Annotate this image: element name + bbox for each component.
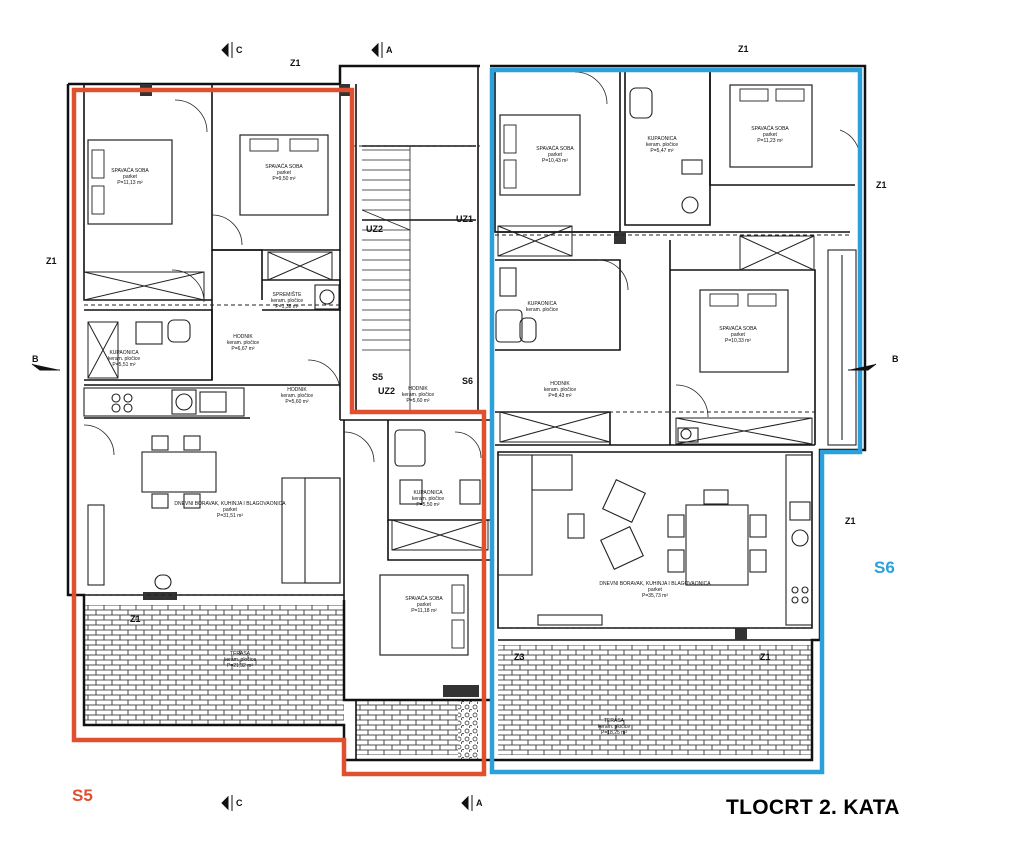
marker-labels: C A C A B B Z1 Z1 Z1 Z1 Z1 Z1 Z1 Z3 UZ1 … — [32, 44, 899, 808]
room-finish-2: keram. pločice — [271, 298, 303, 304]
room-name-12: KUPAONICA — [647, 136, 677, 142]
room-area-15: P=8,43 m² — [548, 393, 572, 399]
bed-pillows — [91, 88, 805, 649]
room-name-4: KUPAONICA — [109, 350, 139, 356]
marker-b-left: B — [32, 354, 39, 364]
marker-b-right: B — [892, 354, 899, 364]
room-finish-15: keram. pločice — [544, 387, 576, 393]
room-finish-1: parket — [277, 170, 292, 176]
unit-label-s6: S6 — [874, 558, 895, 577]
room-area-7: P=5,50 m² — [416, 502, 440, 508]
room-name-16: SPAVAĆA SOBA — [719, 325, 757, 332]
room-area-17: P=35,73 m² — [642, 593, 668, 599]
room-area-6: P=31,51 m² — [217, 513, 243, 519]
room-area-18: P=18,25 m² — [601, 730, 627, 736]
drawing-title: TLOCRT 2. KATA — [726, 796, 900, 819]
room-area-11: P=10,43 m² — [542, 158, 568, 164]
room-finish-17: parket — [648, 587, 663, 593]
room-name-13: SPAVAĆA SOBA — [751, 125, 789, 132]
room-area-5: P=5,60 m² — [285, 399, 309, 405]
room-name-7: KUPAONICA — [413, 490, 443, 496]
marker-c-top: C — [236, 45, 243, 55]
terrace-left-tiles — [84, 605, 344, 725]
beds — [87, 84, 813, 656]
room-finish-14: keram. pločice — [526, 307, 558, 313]
marker-z1-terrace-right: Z1 — [760, 652, 771, 662]
marker-uz1: UZ1 — [456, 214, 473, 224]
room-finish-0: parket — [123, 174, 138, 180]
wardrobes — [83, 225, 815, 551]
room-finish-4: keram. pločice — [108, 356, 140, 362]
room-area-4: P=5,51 m² — [112, 362, 136, 368]
room-name-18: TERASA — [604, 718, 625, 724]
room-area-9: P=21,32 m² — [227, 663, 253, 669]
marker-z1-left: Z1 — [46, 256, 57, 266]
marker-uz2-b: UZ2 — [378, 386, 395, 396]
terrace-center-tiles — [356, 700, 466, 755]
marker-uz2-a: UZ2 — [366, 224, 383, 234]
living-furniture — [83, 87, 857, 626]
room-name-1: SPAVAĆA SOBA — [265, 163, 303, 170]
s6-outline — [489, 67, 863, 775]
room-finish-7: keram. pločice — [412, 496, 444, 502]
door-swings — [83, 71, 861, 463]
pebble-strip — [458, 700, 478, 760]
room-area-3: P=6,67 m² — [231, 346, 255, 352]
marker-a-top: A — [386, 45, 393, 55]
room-finish-5: keram. pločice — [281, 393, 313, 399]
room-name-17: DNEVNI BORAVAK, KUHINJA I BLAGOVAONICA — [599, 581, 711, 587]
room-finish-3: keram. pločice — [227, 340, 259, 346]
terrace-right-tiles — [498, 645, 812, 755]
room-name-5: HODNIK — [287, 387, 307, 393]
marker-z1-living: Z1 — [845, 516, 856, 526]
room-name-15: HODNIK — [550, 381, 570, 387]
room-name-2: SPREMIŠTE — [273, 291, 303, 298]
marker-s6-small: S6 — [462, 376, 473, 386]
marker-z1-right: Z1 — [876, 180, 887, 190]
unit-label-s5: S5 — [72, 786, 93, 805]
room-name-14: KUPAONICA — [527, 301, 557, 307]
section-markers — [31, 42, 877, 811]
room-finish-9: keram. pločice — [224, 657, 256, 663]
room-area-2: P=1,38 m² — [275, 304, 299, 310]
room-area-13: P=11,23 m² — [757, 138, 783, 144]
room-name-11: SPAVAĆA SOBA — [536, 145, 574, 152]
room-finish-18: keram. pločice — [598, 724, 630, 730]
room-area-1: P=9,50 m² — [272, 176, 296, 182]
room-name-0: SPAVAĆA SOBA — [111, 167, 149, 174]
room-finish-10: keram. pločice — [402, 392, 434, 398]
room-area-12: P=5,47 m² — [650, 148, 674, 154]
marker-z1-top-right: Z1 — [738, 44, 749, 54]
marker-z1-terrace-left: Z1 — [130, 614, 141, 624]
room-name-6: DNEVNI BORAVAK, KUHINJA I BLAGOVAONICA — [174, 501, 286, 507]
room-area-10: P=5,60 m² — [406, 398, 430, 404]
room-finish-8: parket — [417, 602, 432, 608]
marker-z1-top: Z1 — [290, 58, 301, 68]
marker-s5-small: S5 — [372, 372, 383, 382]
stairs — [361, 146, 411, 412]
room-finish-11: parket — [548, 152, 563, 158]
room-area-16: P=10,33 m² — [725, 338, 751, 344]
room-area-8: P=11,18 m² — [411, 608, 437, 614]
room-name-3: HODNIK — [233, 334, 253, 340]
marker-a-bottom: A — [476, 798, 483, 808]
room-finish-13: parket — [763, 132, 778, 138]
marker-z3: Z3 — [514, 652, 525, 662]
room-name-8: SPAVAĆA SOBA — [405, 595, 443, 602]
room-area-0: P=11,13 m² — [117, 180, 143, 186]
dashed-lines — [84, 145, 850, 629]
room-name-9: TERASA — [230, 651, 251, 657]
room-name-10: HODNIK — [408, 386, 428, 392]
s5-outline — [71, 87, 487, 777]
room-finish-16: parket — [731, 332, 746, 338]
room-finish-12: keram. pločice — [646, 142, 678, 148]
room-finish-6: parket — [223, 507, 238, 513]
marker-c-bottom: C — [236, 798, 243, 808]
